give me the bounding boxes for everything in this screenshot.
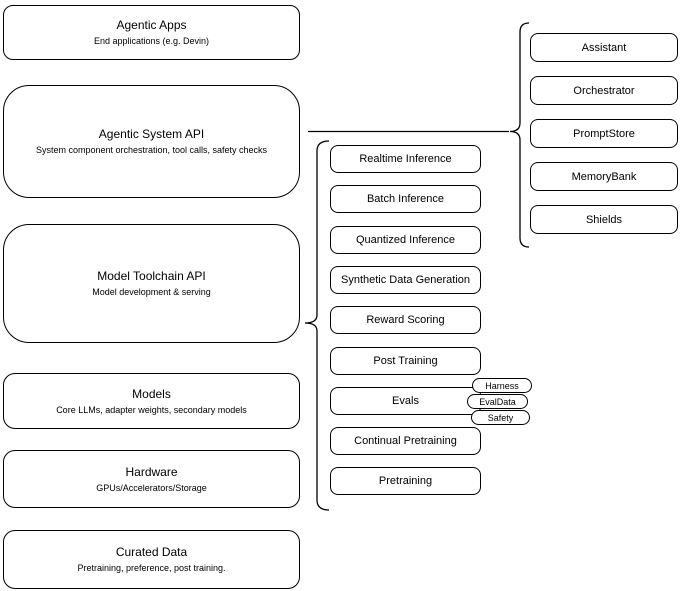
brace-right-column <box>509 22 530 248</box>
node-quantized-inference: Quantized Inference <box>330 226 481 254</box>
node-subtitle: System component orchestration, tool cal… <box>35 145 268 155</box>
node-title: Agentic System API <box>98 127 205 141</box>
node-label: Quantized Inference <box>355 234 456 246</box>
node-orchestrator: Orchestrator <box>530 76 678 105</box>
node-label: Pretraining <box>378 475 433 487</box>
brace-middle-column <box>304 140 330 511</box>
node-curated-data: Curated Data Pretraining, preference, po… <box>3 530 300 589</box>
node-evals: Evals <box>330 387 481 415</box>
pill-label: Harness <box>485 380 519 391</box>
node-memorybank: MemoryBank <box>530 162 678 191</box>
node-label: Assistant <box>581 41 627 54</box>
node-assistant: Assistant <box>530 33 678 62</box>
node-label: PromptStore <box>573 127 635 140</box>
pill-harness: Harness <box>472 378 532 393</box>
node-subtitle: GPUs/Accelerators/Storage <box>96 482 207 493</box>
node-pretraining: Pretraining <box>330 467 481 495</box>
node-label: Realtime Inference <box>359 153 452 165</box>
node-title: Hardware <box>125 464 178 479</box>
node-models: Models Core LLMs, adapter weights, secon… <box>3 373 300 429</box>
node-continual-pretraining: Continual Pretraining <box>330 427 481 455</box>
node-reward-scoring: Reward Scoring <box>330 306 481 334</box>
node-agentic-apps: Agentic Apps End applications (e.g. Devi… <box>3 5 300 60</box>
node-model-toolchain-api: Model Toolchain API Model development & … <box>3 224 300 343</box>
node-label: Post Training <box>373 355 438 367</box>
node-label: Reward Scoring <box>366 314 445 326</box>
node-post-training: Post Training <box>330 347 481 375</box>
node-label: MemoryBank <box>571 170 637 183</box>
node-label: Batch Inference <box>366 193 445 205</box>
node-realtime-inference: Realtime Inference <box>330 145 481 173</box>
node-label: Synthetic Data Generation <box>340 274 471 286</box>
node-subtitle: Core LLMs, adapter weights, secondary mo… <box>56 404 247 415</box>
node-shields: Shields <box>530 205 678 234</box>
node-title: Curated Data <box>115 545 188 559</box>
pill-label: EvalData <box>479 396 516 407</box>
node-promptstore: PromptStore <box>530 119 678 148</box>
node-label: Shields <box>585 213 623 226</box>
node-agentic-system-api: Agentic System API System component orch… <box>3 85 300 198</box>
node-subtitle: End applications (e.g. Devin) <box>93 36 210 46</box>
node-title: Agentic Apps <box>116 18 187 32</box>
node-hardware: Hardware GPUs/Accelerators/Storage <box>3 450 300 508</box>
node-batch-inference: Batch Inference <box>330 185 481 213</box>
node-subtitle: Pretraining, preference, post training. <box>77 563 226 573</box>
node-subtitle: Model development & serving <box>92 287 211 297</box>
pill-evaldata: EvalData <box>467 394 528 409</box>
node-title: Model Toolchain API <box>97 269 206 283</box>
pill-safety: Safety <box>471 410 530 425</box>
node-label: Orchestrator <box>573 84 635 97</box>
pill-label: Safety <box>487 412 514 423</box>
node-label: Continual Pretraining <box>354 435 457 447</box>
node-synthetic-data-generation: Synthetic Data Generation <box>330 266 481 294</box>
node-title: Models <box>132 386 171 401</box>
node-label: Evals <box>392 395 419 407</box>
